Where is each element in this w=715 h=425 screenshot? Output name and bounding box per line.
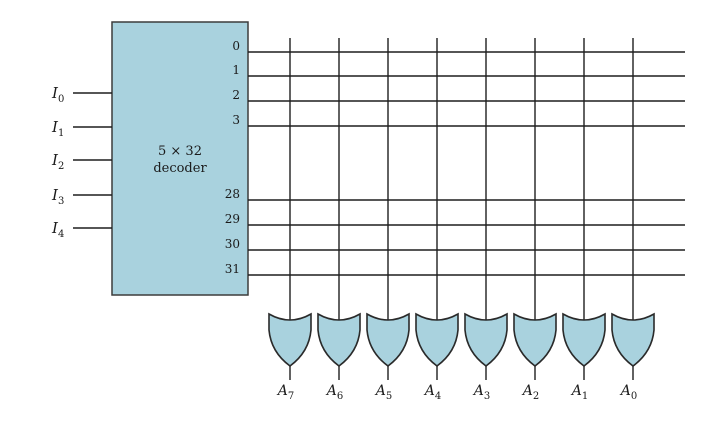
or-gate-7 [611,312,655,367]
minterm-label-0: 0 [232,39,240,53]
minterm-label-29: 29 [225,212,240,226]
minterm-label-3: 3 [232,113,240,127]
output-label-A1: A1 [570,383,589,402]
minterm-label-31: 31 [225,262,240,276]
or-gates [268,312,655,380]
minterm-label-28: 28 [225,187,240,201]
output-labels: A7 A6 A5 A4 A3 A2 A1 A0 [276,383,638,402]
minterm-label-30: 30 [225,237,240,251]
or-gate-2 [366,312,410,367]
minterm-labels: 0 1 2 3 28 29 30 31 [225,39,240,276]
decoder-label-name: decoder [153,161,207,176]
input-label-0: I0 [51,84,64,105]
minterm-label-2: 2 [232,88,240,102]
or-gate-1 [317,312,361,367]
decoder-box [111,21,249,296]
or-gate-3 [415,312,459,367]
or-gate-0 [268,312,312,367]
output-label-A4: A4 [423,383,442,402]
output-label-A7: A7 [276,383,295,402]
input-label-3: I3 [51,186,64,207]
decoder-label-size: 5 × 32 [158,144,202,159]
input-label-4: I4 [51,219,64,240]
input-label-2: I2 [51,151,64,172]
or-array-grid [248,38,685,320]
output-label-A0: A0 [619,383,638,402]
output-label-A5: A5 [374,383,393,402]
minterm-label-1: 1 [232,63,240,77]
input-label-1: I1 [51,118,64,139]
output-label-A2: A2 [521,383,540,402]
decoder-block: 5 × 32 decoder [111,21,249,296]
output-label-A6: A6 [325,383,344,402]
or-gate-6 [562,312,606,367]
output-label-A3: A3 [472,383,491,402]
or-gate-5 [513,312,557,367]
or-gate-4 [464,312,508,367]
